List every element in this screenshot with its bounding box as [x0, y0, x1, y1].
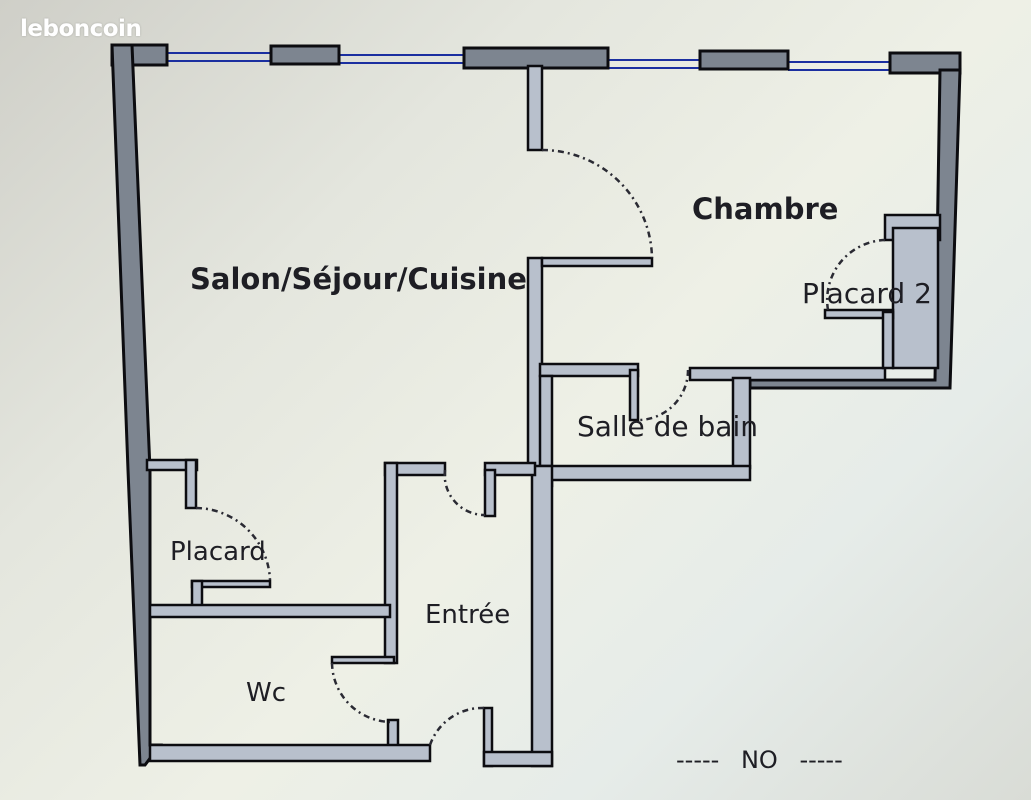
door-wc — [330, 662, 391, 724]
orientation-label: NO — [740, 746, 778, 774]
orientation-dashes-left: ----- — [676, 746, 720, 774]
wc-door-stub — [330, 655, 396, 665]
room-label-salle-de-bain: Salle de bain — [577, 410, 758, 443]
wall-segment — [888, 51, 962, 75]
room-label-placard: Placard — [170, 537, 266, 567]
room-label-entree: Entrée — [425, 600, 511, 630]
placard2-wall — [881, 310, 895, 370]
wall-segment — [698, 49, 790, 71]
placard2-wall — [891, 226, 940, 370]
door-salle-de-bain — [637, 369, 690, 422]
sdb-door-stub — [628, 368, 640, 422]
leboncoin-watermark: leboncoin — [20, 16, 142, 42]
room-label-salon: Salon/Séjour/Cuisine — [190, 262, 527, 296]
room-label-wc: Wc — [246, 678, 287, 708]
entree-door-stub — [483, 468, 497, 518]
sdb-bottom-wall — [538, 464, 752, 482]
room-label-chambre: Chambre — [692, 192, 839, 226]
bottom-wall — [148, 743, 432, 763]
wall-segment — [269, 44, 341, 66]
chambre-door-stub — [540, 256, 654, 268]
door-entree-salon — [443, 469, 486, 517]
wall-chambre-bottom — [538, 362, 640, 378]
wall-placard-wc — [148, 603, 392, 619]
left-outer-wall — [110, 43, 163, 767]
room-label-placard2: Placard 2 — [802, 277, 932, 310]
wall-salon-chambre — [526, 64, 544, 152]
placard-wall — [190, 579, 204, 609]
placard-wall — [184, 458, 198, 510]
orientation-indicator: ----- NO ----- — [676, 746, 843, 774]
bottom-wall — [482, 750, 554, 768]
door-placard — [195, 506, 272, 581]
orientation-dashes-right: ----- — [799, 746, 843, 774]
door-front — [428, 706, 485, 746]
entree-left-wall — [383, 461, 399, 665]
door-placard2 — [825, 238, 886, 311]
door-chambre — [541, 148, 654, 259]
placard-door-stub — [190, 579, 272, 589]
top-windows — [165, 52, 890, 71]
wall-chambre-bottom — [688, 366, 887, 382]
entree-right-wall — [530, 464, 554, 768]
